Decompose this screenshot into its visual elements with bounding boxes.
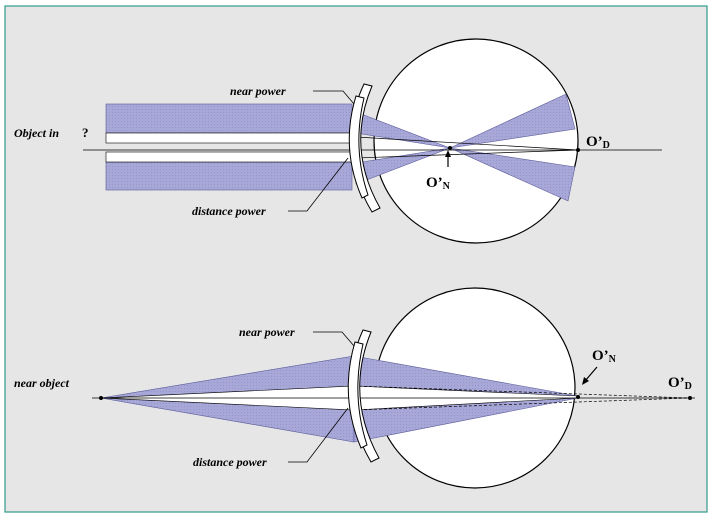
retina-point-bottom xyxy=(576,395,580,399)
bottom-diagram: near power distance power near object O’… xyxy=(14,287,695,489)
near-focus-arrowhead-top xyxy=(445,150,451,157)
distance-ray-lower xyxy=(355,149,579,159)
distance-image-point-bottom xyxy=(688,396,692,400)
distance-power-leader-bottom xyxy=(288,407,349,463)
image-distance-label-bottom: O’D xyxy=(668,375,692,392)
near-focus-point-top xyxy=(448,146,452,150)
distance-power-label-top: distance power xyxy=(192,204,266,218)
near-image-arrow-bottom xyxy=(584,366,598,382)
lens-near-segment-bottom xyxy=(347,341,368,449)
near-object-label: near object xyxy=(14,376,70,390)
near-object-point xyxy=(99,396,103,400)
near-power-leader-bottom xyxy=(313,331,355,347)
lens-near-segment-top xyxy=(348,95,369,199)
lower-cone-out xyxy=(449,147,576,202)
distance-ray-upper xyxy=(355,136,579,151)
top-diagram: near power distance power Object in ? O’… xyxy=(14,38,662,244)
object-label-top: Object in xyxy=(14,126,59,140)
image-distance-label-top: O’D xyxy=(586,134,610,151)
image-near-label-top: O’N xyxy=(426,175,451,192)
near-power-label-bottom: near power xyxy=(239,325,295,339)
distance-power-label-bottom: distance power xyxy=(193,455,267,469)
lower-beam-inner xyxy=(105,151,353,163)
upper-beam-inner xyxy=(105,132,353,144)
dashed-ray-upper xyxy=(353,385,691,399)
distance-power-leader-top xyxy=(288,157,349,212)
image-near-label-bottom: O’N xyxy=(592,348,617,365)
retina-point-top xyxy=(576,148,580,152)
upper-cone-out xyxy=(449,93,576,149)
object-question-mark: ? xyxy=(82,125,89,140)
near-power-leader-top xyxy=(313,90,355,105)
lower-beam-outer xyxy=(105,161,353,191)
dashed-ray-lower xyxy=(353,397,691,411)
near-power-label-top: near power xyxy=(230,84,286,98)
upper-beam-outer xyxy=(105,103,353,134)
near-image-arrowhead-bottom xyxy=(582,377,589,385)
